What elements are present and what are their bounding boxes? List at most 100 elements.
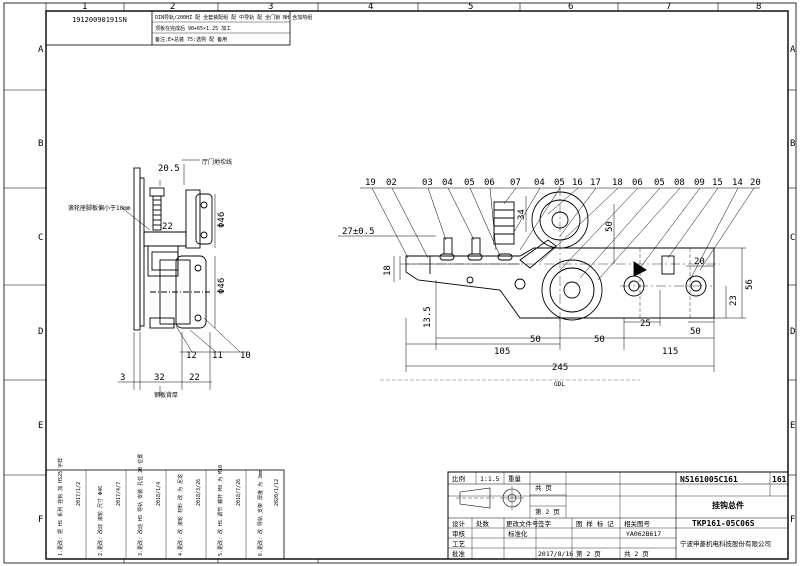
dim-label: 245 (552, 363, 568, 373)
sheet-text: 第 2 页 (535, 507, 560, 516)
callout-label: 11 (212, 351, 223, 361)
column-marks: 1 2 3 4 5 6 7 8 (82, 2, 761, 12)
col-mark: 2 (170, 2, 175, 12)
callout-label: 20 (750, 178, 761, 188)
front-view-dims: 27±0.5 18 13.5 105 50 50 115 245 50 34 2… (342, 209, 755, 388)
side-view-labels: 20.5 厅门地坎线 滚轮座脚板偏小于10mm 22 Φ46 Φ46 12 11… (68, 158, 251, 399)
weight-label: 重量 (508, 475, 522, 483)
dim-label: 22 (189, 373, 200, 383)
dim-label: 34 (517, 209, 527, 220)
revision-line: 5.更改: 改 HS 调节 螺杆 M8 为 M10 (217, 465, 224, 556)
callout-label: 05 (554, 178, 565, 188)
callout-label: 09 (694, 178, 705, 188)
col-mark: 7 (666, 2, 671, 12)
dim-label: 56 (745, 279, 755, 290)
dim-label: 25 (640, 319, 651, 329)
callout-label: 10 (240, 351, 251, 361)
approve-label: 批准 (452, 549, 466, 558)
row-mark: E (38, 421, 43, 431)
std-label: 标准化 (508, 529, 528, 538)
outer-frame (3, 2, 797, 564)
marks-label: 图 样 标 记 (576, 519, 614, 528)
sheet-total: 共 页 (535, 483, 552, 492)
revision-date: 2017/4/7 (116, 482, 122, 506)
title-block-text: 比例 1:1.5 重量 共 页 第 2 页 NS161005C161 161 挂… (452, 474, 787, 558)
col-mark: 1 (82, 2, 87, 12)
revision-date: 2018/7/26 (236, 479, 242, 506)
col-mark: 4 (368, 2, 373, 12)
row-mark: A (38, 45, 44, 55)
side-view (118, 159, 248, 396)
callout-label: 05 (464, 178, 475, 188)
row-mark: D (790, 327, 795, 337)
row-mark: D (38, 327, 43, 337)
row-mark: C (38, 233, 43, 243)
callout-label: 16 (572, 178, 583, 188)
dim-label: 50 (605, 221, 615, 232)
dim-label: 20.5 (158, 164, 180, 174)
callout-label: 17 (590, 178, 601, 188)
col-mark: 5 (468, 2, 473, 12)
code-top-rev: 161 (772, 475, 787, 484)
dim-label: 32 (154, 373, 165, 383)
row-mark: B (38, 139, 43, 149)
callout-label: 06 (484, 178, 495, 188)
top-block: 19120090191SN DIN导轨/200HZ 配 全套装配组 配 中导轨 … (45, 10, 312, 46)
row-mark: A (790, 45, 796, 55)
revision-line: 1.更改: 把 HS 系列 挂钩 加 HS25 字样 (57, 458, 64, 556)
dim-label: 20 (694, 257, 705, 267)
company-name: 宁波申菱机电科技股份有限公司 (680, 539, 771, 548)
row-marks-left: A B C D E F (38, 45, 44, 525)
row-mark: F (38, 515, 43, 525)
dim-label: 23 (729, 295, 739, 306)
dim-label: 50 (594, 335, 605, 345)
sheet-label-bottom: 第 2 页 (576, 549, 601, 558)
scale-label: 比例 (452, 474, 465, 483)
top-note: 备注:E+总装 75:选购 配 备用 (155, 36, 227, 43)
dim-label: 50 (530, 335, 541, 345)
callout-label: 05 (654, 178, 665, 188)
row-mark: B (790, 139, 795, 149)
dim-label: Φ46 (217, 212, 227, 228)
row-mark: F (790, 515, 795, 525)
scale-value: 1:1.5 (480, 475, 500, 483)
revision-date: 2020/1/12 (274, 479, 280, 506)
dim-label: 105 (494, 347, 510, 357)
callout-label: 07 (510, 178, 521, 188)
row-mark: C (790, 233, 795, 243)
row-marks-right: A B C D E F (790, 45, 796, 525)
row-mark: E (790, 421, 795, 431)
revision-line: 6.更改: 改 导轨 支架 厚度 为 3mm (257, 470, 264, 556)
code-top: NS161005C161 (680, 475, 738, 484)
inner-frame (45, 10, 789, 560)
callout-label: 14 (732, 178, 743, 188)
col-mark: 8 (756, 2, 761, 12)
dim-label: 13.5 (423, 306, 433, 328)
part-name: 挂钩总件 (712, 500, 744, 510)
revision-date: 2018/3/26 (196, 479, 202, 506)
revision-date: 2017/1/2 (76, 482, 82, 506)
dim-label: 115 (662, 347, 678, 357)
dim-label: 50 (690, 327, 701, 337)
drawing-number: 19120090191SN (72, 16, 127, 24)
top-note: 顶板在完成后 90+65×1.25 加工 (155, 25, 231, 32)
col-header: 签字 (538, 519, 552, 528)
ref-number: YA062B617 (626, 530, 661, 538)
callout-label: 18 (612, 178, 623, 188)
note-label: 厅门地坎线 (202, 158, 232, 166)
dim-label: GDL (554, 381, 565, 388)
note-label: 钢板背厚 (154, 391, 178, 399)
design-label: 设计 (452, 519, 466, 528)
dim-label: 18 (383, 265, 393, 276)
dim-label: 3 (120, 373, 125, 383)
top-note: DIN导轨/200HZ 配 全套装配组 配 中导轨 配 全门锁 NH 含加热组 (155, 14, 312, 21)
revision-date: 2018/1/4 (156, 482, 162, 506)
callout-label: 02 (386, 178, 397, 188)
callout-label: 12 (186, 351, 197, 361)
callout-label: 08 (674, 178, 685, 188)
dim-label: Φ46 (217, 278, 227, 294)
col-header: 更改文件号 (506, 519, 539, 528)
note-label: 滚轮座脚板偏小于10mm (68, 204, 131, 212)
front-view-callouts: 19 02 03 04 05 06 07 04 05 16 17 18 06 0… (365, 178, 761, 188)
